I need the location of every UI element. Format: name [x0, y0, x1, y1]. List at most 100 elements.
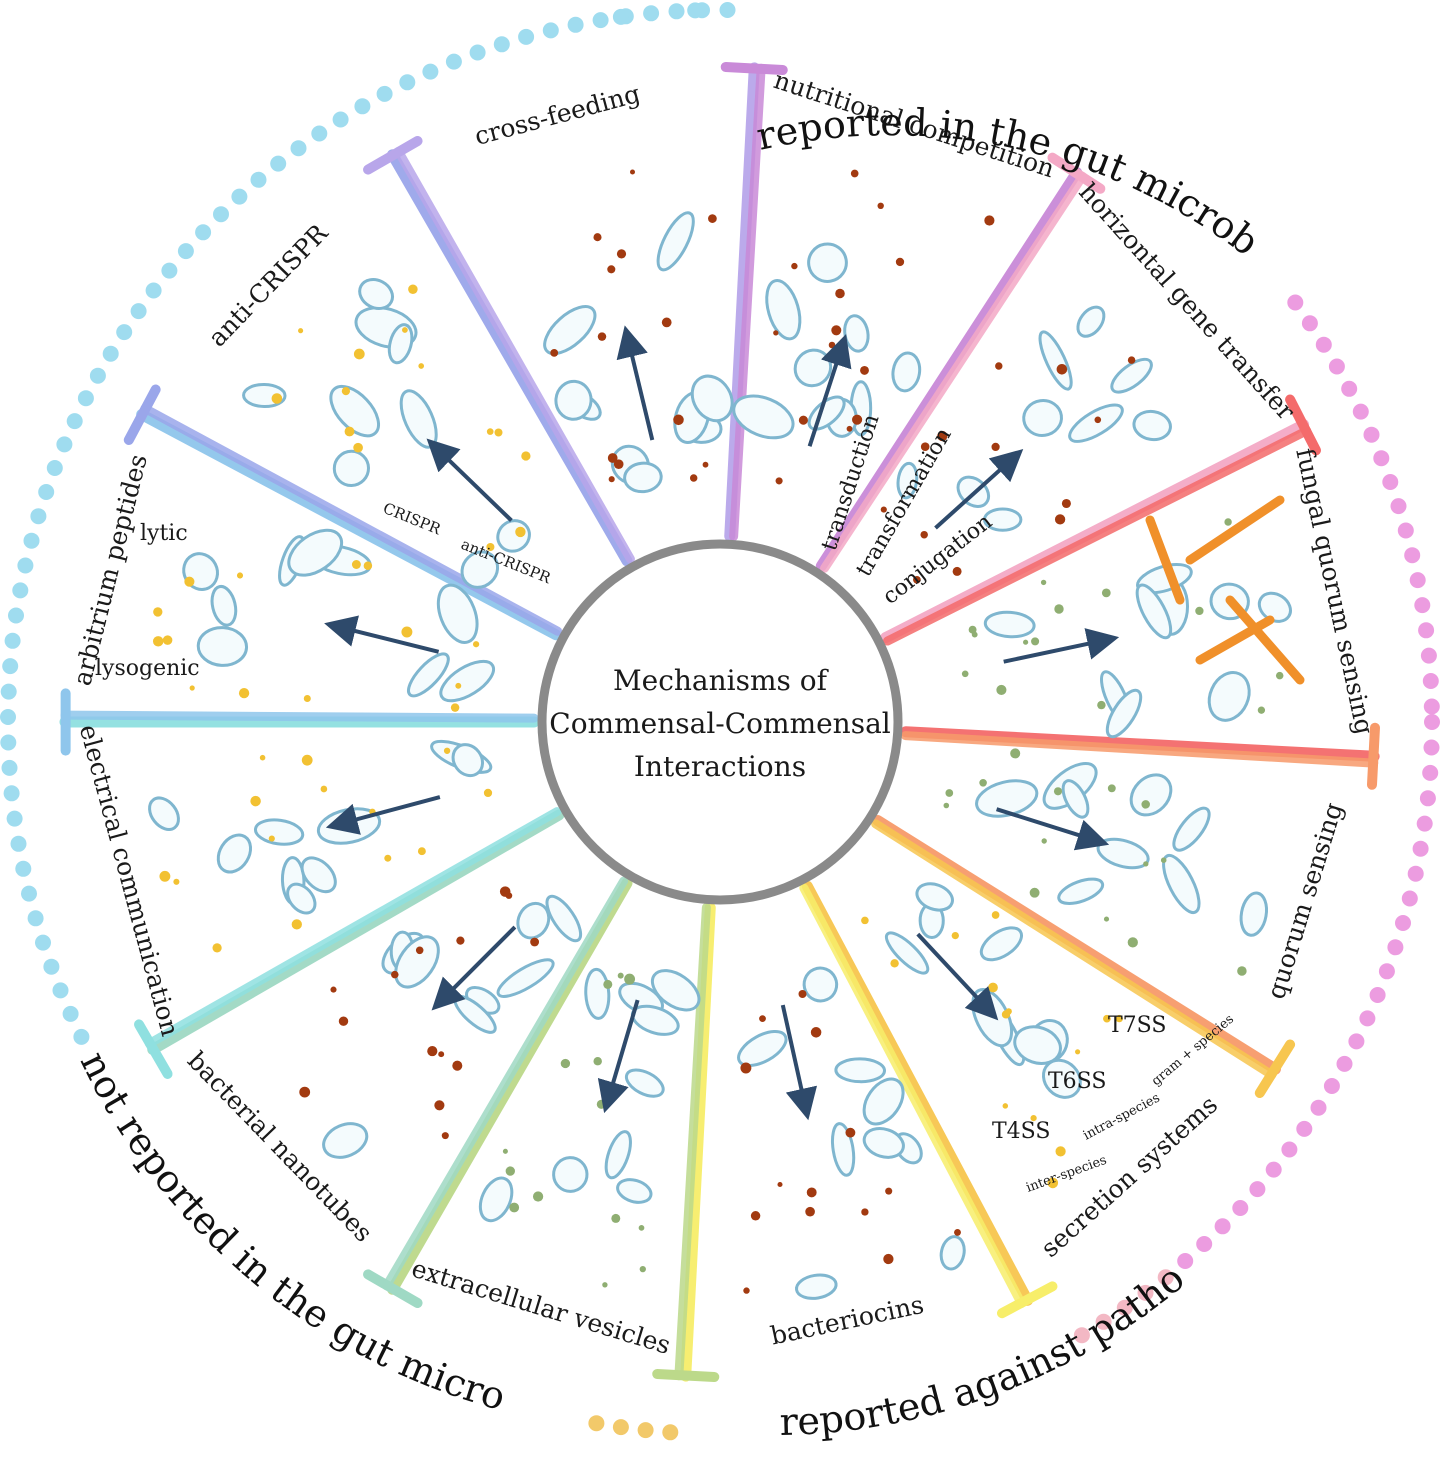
segment-divider — [871, 819, 1277, 1080]
ring-dot — [1387, 939, 1404, 956]
particle — [532, 1191, 544, 1202]
ring-dot — [12, 582, 29, 599]
ring-dot — [1328, 358, 1345, 375]
bacterium-cell — [552, 1156, 589, 1193]
bacterium-cell — [1239, 891, 1269, 937]
particle — [740, 1062, 752, 1074]
flow-arrow — [780, 1004, 818, 1121]
ring-dot — [130, 303, 147, 320]
particle — [971, 631, 978, 638]
ring-dot — [719, 2, 736, 18]
particle — [353, 348, 365, 360]
center-hub: Mechanisms of Commensal-Commensal Intera… — [537, 539, 903, 905]
flow-arrow — [324, 615, 440, 654]
ring-dot — [1249, 1181, 1266, 1198]
ring-dot — [311, 125, 328, 142]
particle — [861, 1208, 869, 1216]
ring-dot — [1382, 474, 1399, 490]
particle — [1103, 916, 1110, 922]
particle — [271, 393, 283, 404]
particle — [299, 1086, 311, 1098]
ring-dot — [612, 1419, 629, 1436]
particle — [1056, 364, 1068, 375]
particle — [608, 476, 615, 483]
particle — [483, 788, 493, 798]
ring-dot — [43, 958, 60, 975]
particle — [502, 1148, 508, 1154]
particle — [344, 426, 355, 437]
particle — [1075, 1049, 1081, 1055]
segment-divider — [729, 63, 766, 541]
ring-dot — [30, 508, 47, 525]
particle — [434, 1100, 445, 1111]
bacterium-cell — [148, 796, 180, 831]
particle — [885, 1187, 893, 1195]
particle — [486, 428, 494, 435]
bacterium-cell — [690, 374, 734, 423]
fungal-hypha — [1225, 595, 1305, 685]
segment-label-anti-crispr: anti-CRISPR — [203, 218, 334, 353]
particle — [673, 414, 684, 426]
divider-cap — [1285, 394, 1322, 456]
flow-arrow — [807, 333, 852, 447]
ring-dot — [1414, 597, 1431, 614]
particle — [351, 560, 361, 569]
ring-dot — [1137, 1284, 1154, 1301]
bacterium-cell — [650, 969, 701, 1012]
segment-divider — [144, 807, 562, 1049]
ring-dot — [0, 734, 17, 751]
bacterium-cell — [478, 1176, 514, 1223]
ring-dot — [1418, 622, 1435, 639]
fungal-hypha — [1145, 515, 1185, 605]
bacterium-cell — [1041, 1058, 1082, 1099]
illustration-bacteriocins — [737, 966, 966, 1300]
bacterium-cell — [802, 966, 839, 1003]
bacterium-cell — [896, 461, 919, 500]
particle — [438, 1051, 445, 1058]
bacterium-cell — [623, 461, 663, 494]
ring-dot — [4, 632, 21, 649]
segment-label-fungal-quorum-sensing: fungal quorum sensing — [1290, 446, 1379, 737]
particle — [499, 886, 511, 897]
ring-dot — [6, 810, 23, 827]
segment-divider — [60, 710, 539, 723]
particle — [259, 754, 266, 761]
ring-dot — [1404, 547, 1421, 564]
ring-dot — [213, 206, 229, 223]
ring-dot — [542, 22, 559, 39]
particle — [629, 169, 636, 175]
particle — [607, 453, 618, 463]
bacterium-cell — [616, 1178, 653, 1204]
t4ss-label: T4SS — [992, 1119, 1050, 1144]
particle — [616, 249, 627, 259]
divider-cap — [1047, 152, 1106, 194]
bacterium-cell — [794, 1273, 838, 1300]
particle — [236, 572, 244, 579]
particle — [1053, 787, 1063, 796]
bacterium-cell — [1207, 671, 1251, 722]
illustration-bacterial-nanotubes — [299, 886, 583, 1159]
ring-dot — [1301, 315, 1318, 332]
particle — [301, 754, 313, 766]
ring-dot — [1409, 572, 1426, 589]
bacterium-cell — [329, 384, 380, 438]
lytic-label: lytic — [140, 521, 188, 546]
ring-dot — [89, 367, 106, 384]
ring-dot — [290, 140, 307, 157]
ring-dot — [1397, 522, 1414, 539]
lysogenic-label: lysogenic — [95, 656, 200, 681]
ring-dot — [1341, 380, 1358, 397]
ring-dot — [1407, 865, 1424, 882]
bacterium-cell — [496, 958, 555, 998]
ring-dot — [376, 85, 393, 102]
particle — [509, 1202, 520, 1213]
particle — [1127, 356, 1136, 364]
ring-dot — [662, 1424, 679, 1441]
particle — [750, 1211, 761, 1221]
illustration-horizontal-gene-transfer — [880, 305, 1172, 584]
particle — [1107, 784, 1116, 793]
particle — [415, 946, 424, 955]
particle — [607, 265, 616, 274]
illustration-extracellular-vesicles — [478, 967, 701, 1288]
particle — [852, 414, 863, 425]
